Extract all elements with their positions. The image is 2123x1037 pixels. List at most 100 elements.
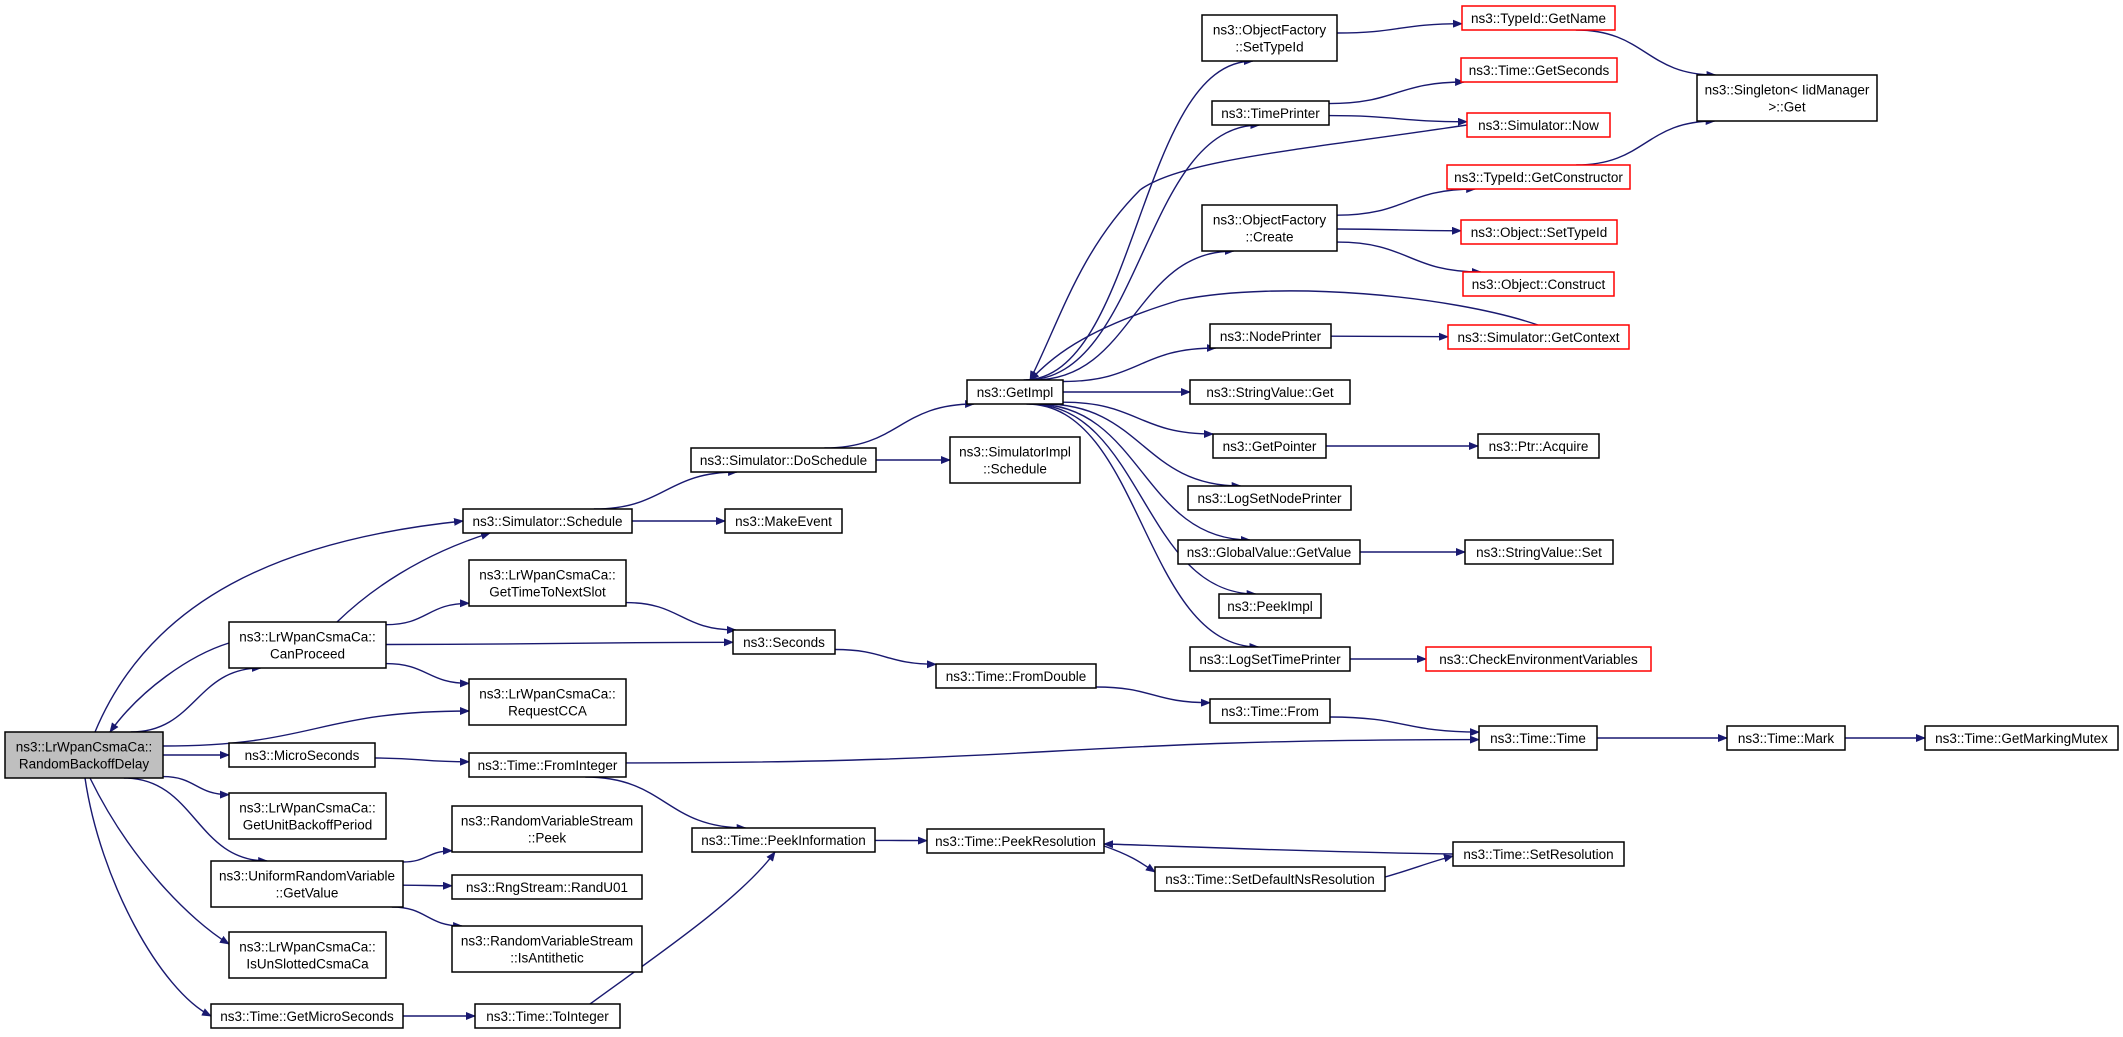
node-tmark[interactable]: ns3::Time::Mark — [1726, 725, 1846, 751]
node-pacq[interactable]: ns3::Ptr::Acquire — [1477, 433, 1600, 459]
node-box[interactable] — [966, 379, 1064, 405]
node-snow[interactable]: ns3::Simulator::Now — [1466, 112, 1611, 138]
node-randu[interactable]: ns3::RngStream::RandU01 — [451, 874, 643, 900]
node-box[interactable] — [926, 828, 1105, 854]
node-box[interactable] — [1924, 725, 2119, 751]
node-gubp[interactable]: ns3::LrWpanCsmaCa::GetUnitBackoffPeriod — [228, 792, 387, 840]
node-box[interactable] — [1189, 646, 1351, 672]
node-isanti[interactable]: ns3::RandomVariableStream::IsAntithetic — [451, 925, 643, 973]
node-secs[interactable]: ns3::Seconds — [732, 629, 836, 655]
node-box[interactable] — [1154, 866, 1386, 892]
node-tidctor[interactable]: ns3::TypeId::GetConstructor — [1446, 164, 1631, 190]
node-box[interactable] — [462, 508, 633, 534]
node-svget[interactable]: ns3::StringValue::Get — [1189, 379, 1351, 405]
node-box[interactable] — [1478, 725, 1598, 751]
node-svset[interactable]: ns3::StringValue::Set — [1464, 539, 1614, 565]
node-box[interactable] — [935, 663, 1097, 689]
node-box[interactable] — [1460, 219, 1618, 245]
node-nprinter[interactable]: ns3::NodePrinter — [1209, 323, 1332, 349]
node-box[interactable] — [228, 792, 387, 840]
node-box[interactable] — [690, 447, 877, 473]
node-box[interactable] — [724, 508, 843, 534]
node-box[interactable] — [228, 742, 376, 768]
node-box[interactable] — [949, 436, 1081, 484]
node-box[interactable] — [1209, 698, 1331, 724]
node-urvgv[interactable]: ns3::UniformRandomVariable::GetValue — [210, 860, 404, 908]
node-ofcreate[interactable]: ns3::ObjectFactory::Create — [1201, 204, 1338, 252]
node-box[interactable] — [451, 805, 643, 853]
node-box[interactable] — [468, 752, 627, 778]
node-tfrom[interactable]: ns3::Time::From — [1209, 698, 1331, 724]
node-tidname[interactable]: ns3::TypeId::GetName — [1461, 5, 1616, 31]
node-gms[interactable]: ns3::Time::GetMicroSeconds — [210, 1003, 404, 1029]
node-rvspeek[interactable]: ns3::RandomVariableStream::Peek — [451, 805, 643, 853]
node-box[interactable] — [1189, 379, 1351, 405]
node-box[interactable] — [1201, 204, 1338, 252]
node-peekimpl[interactable]: ns3::PeekImpl — [1218, 593, 1322, 619]
node-box[interactable] — [1446, 164, 1631, 190]
node-singl[interactable]: ns3::Singleton< IidManager >::Get — [1696, 74, 1878, 122]
node-box[interactable] — [4, 731, 164, 779]
node-gvgv[interactable]: ns3::GlobalValue::GetValue — [1177, 539, 1361, 565]
node-canp[interactable]: ns3::LrWpanCsmaCa::CanProceed — [228, 621, 387, 669]
node-box[interactable] — [1211, 100, 1330, 126]
node-box[interactable] — [732, 629, 836, 655]
node-rbd[interactable]: ns3::LrWpanCsmaCa::RandomBackoffDelay — [4, 731, 164, 779]
node-ofset[interactable]: ns3::ObjectFactory::SetTypeId — [1201, 14, 1338, 62]
node-mkev[interactable]: ns3::MakeEvent — [724, 508, 843, 534]
node-box[interactable] — [1425, 646, 1652, 672]
node-peekinfo[interactable]: ns3::Time::PeekInformation — [691, 827, 876, 853]
node-osettid[interactable]: ns3::Object::SetTypeId — [1460, 219, 1618, 245]
node-rcca[interactable]: ns3::LrWpanCsmaCa::RequestCCA — [468, 678, 627, 726]
node-box[interactable] — [1201, 14, 1338, 62]
node-box[interactable] — [1696, 74, 1878, 122]
node-oconst[interactable]: ns3::Object::Construct — [1462, 271, 1615, 297]
node-box[interactable] — [468, 559, 627, 607]
node-tgsec[interactable]: ns3::Time::GetSeconds — [1460, 57, 1618, 83]
node-box[interactable] — [1212, 433, 1327, 459]
node-gttns[interactable]: ns3::LrWpanCsmaCa::GetTimeToNextSlot — [468, 559, 627, 607]
node-iuscc[interactable]: ns3::LrWpanCsmaCa::IsUnSlottedCsmaCa — [228, 931, 387, 979]
node-box[interactable] — [1726, 725, 1846, 751]
node-box[interactable] — [474, 1003, 621, 1029]
node-ttime[interactable]: ns3::Time::Time — [1478, 725, 1598, 751]
node-box[interactable] — [1187, 485, 1352, 511]
node-simimplsch[interactable]: ns3::SimulatorImpl::Schedule — [949, 436, 1081, 484]
node-box[interactable] — [1462, 271, 1615, 297]
node-lstp[interactable]: ns3::LogSetTimePrinter — [1189, 646, 1351, 672]
node-box[interactable] — [468, 678, 627, 726]
node-dosch[interactable]: ns3::Simulator::DoSchedule — [690, 447, 877, 473]
node-box[interactable] — [451, 874, 643, 900]
node-fromdbl[interactable]: ns3::Time::FromDouble — [935, 663, 1097, 689]
node-box[interactable] — [210, 860, 404, 908]
node-getimpl[interactable]: ns3::GetImpl — [966, 379, 1064, 405]
node-cenv[interactable]: ns3::CheckEnvironmentVariables — [1425, 646, 1652, 672]
node-box[interactable] — [210, 1003, 404, 1029]
node-toint[interactable]: ns3::Time::ToInteger — [474, 1003, 621, 1029]
node-getptr[interactable]: ns3::GetPointer — [1212, 433, 1327, 459]
node-sgctx[interactable]: ns3::Simulator::GetContext — [1447, 324, 1630, 350]
node-box[interactable] — [1177, 539, 1361, 565]
node-box[interactable] — [1452, 841, 1625, 867]
node-fromint[interactable]: ns3::Time::FromInteger — [468, 752, 627, 778]
node-box[interactable] — [1477, 433, 1600, 459]
node-box[interactable] — [1218, 593, 1322, 619]
node-box[interactable] — [691, 827, 876, 853]
node-box[interactable] — [1466, 112, 1611, 138]
node-box[interactable] — [1460, 57, 1618, 83]
node-box[interactable] — [451, 925, 643, 973]
node-box[interactable] — [1464, 539, 1614, 565]
node-box[interactable] — [1209, 323, 1332, 349]
node-box[interactable] — [228, 931, 387, 979]
node-box[interactable] — [228, 621, 387, 669]
node-micro[interactable]: ns3::MicroSeconds — [228, 742, 376, 768]
node-peekres[interactable]: ns3::Time::PeekResolution — [926, 828, 1105, 854]
node-box[interactable] — [1461, 5, 1616, 31]
node-tgmm[interactable]: ns3::Time::GetMarkingMutex — [1924, 725, 2119, 751]
node-lsnp[interactable]: ns3::LogSetNodePrinter — [1187, 485, 1352, 511]
node-sched[interactable]: ns3::Simulator::Schedule — [462, 508, 633, 534]
node-setres[interactable]: ns3::Time::SetResolution — [1452, 841, 1625, 867]
node-sdnr[interactable]: ns3::Time::SetDefaultNsResolution — [1154, 866, 1386, 892]
node-box[interactable] — [1447, 324, 1630, 350]
node-tprinter[interactable]: ns3::TimePrinter — [1211, 100, 1330, 126]
